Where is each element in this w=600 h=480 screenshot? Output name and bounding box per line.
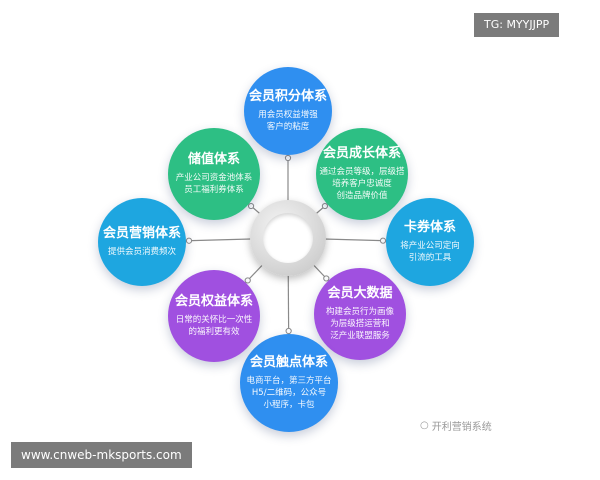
node-desc-line: 用会员权益增强 [258,110,318,120]
node-bigdata-system: 会员大数据 构建会员行为画像 为层级搭运营和 泛产业联盟服务 [314,268,406,360]
node-marketing-system: 会员营销体系 提供会员消费频次 [98,198,186,286]
node-title: 会员营销体系 [102,226,181,241]
watermark-tag-top: TG: MYYJJPP [474,13,560,37]
hub-inner-circle [263,213,313,263]
node-title: 卡券体系 [403,220,456,235]
node-title: 会员成长体系 [322,146,401,161]
connector-dot [247,202,255,210]
node-rights-system: 会员权益体系 日常的关怀比一次性 的福利更有效 [168,270,260,362]
node-desc-line: 小程序，卡包 [263,400,315,410]
watermark-tag-bottom[interactable]: www.cnweb-mksports.com [11,442,192,468]
hub-circle [250,200,326,276]
node-points-system: 会员积分体系 用会员权益增强 客户的粘度 [244,67,332,155]
node-desc-line: 构建会员行为画像 [325,307,394,317]
connector-dot [284,154,292,162]
node-desc-line: 产业公司资金池体系 [175,173,253,183]
source-label: ○ 开利营销系统 [420,418,492,433]
node-storage-system: 储值体系 产业公司资金池体系 员工福利券体系 [168,128,260,220]
node-desc-line: 培养客户忠诚度 [332,179,392,189]
node-touchpoint-system: 会员触点体系 电商平台，第三方平台 H5/二维码，公众号 小程序，卡包 [240,334,338,432]
node-desc-line: 电商平台，第三方平台 [246,376,332,386]
node-desc-line: 通过会员等级，层级搭 [319,167,405,177]
node-desc-line: 引流的工具 [408,253,452,263]
source-text: 开利营销系统 [431,422,492,433]
node-title: 会员触点体系 [249,355,328,370]
node-desc-line: 日常的关怀比一次性 [175,315,253,325]
node-title: 储值体系 [187,152,240,167]
node-title: 会员大数据 [327,286,393,301]
node-desc-line: 将产业公司定向 [400,241,460,251]
node-coupon-system: 卡券体系 将产业公司定向 引流的工具 [386,198,474,286]
connector-dot [244,277,251,284]
node-growth-system: 会员成长体系 通过会员等级，层级搭 培养客户忠诚度 创造品牌价值 [316,128,408,220]
node-desc-line: 泛产业联盟服务 [330,331,390,341]
node-desc-line: 员工福利券体系 [184,185,244,195]
node-desc-line: H5/二维码，公众号 [251,388,327,398]
node-desc-line: 为层级搭运营和 [330,319,390,329]
node-desc-line: 创造品牌价值 [336,191,388,201]
node-title: 会员积分体系 [248,89,327,104]
node-desc-line: 客户的粘度 [266,122,310,132]
wechat-icon: ○ [420,420,429,431]
connector-dot [321,202,329,210]
node-title: 会员权益体系 [174,294,253,309]
node-desc-line: 提供会员消费频次 [107,247,176,257]
connector-dot [285,327,292,335]
connector-dot [379,237,387,244]
connector-dot [185,237,193,244]
node-desc-line: 的福利更有效 [188,327,240,337]
